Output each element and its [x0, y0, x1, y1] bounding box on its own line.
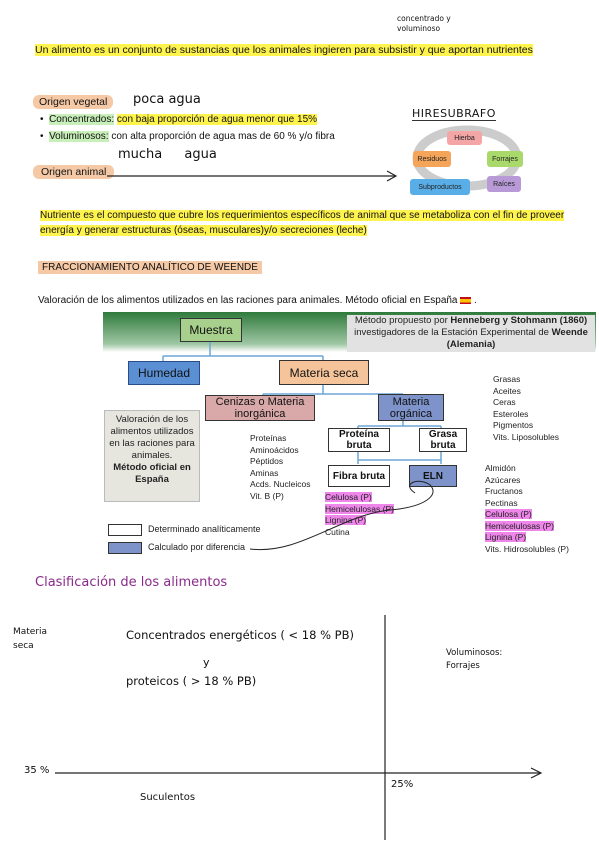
origen-vegetal-label: Origen vegetal	[33, 95, 114, 109]
cycle-item-residuos: Residuos	[413, 151, 451, 167]
nutriente-text: Nutriente es el compuesto que cubre los …	[40, 210, 565, 236]
cycle-item-subproductos: Subproductos	[410, 179, 470, 195]
box-humedad: Humedad	[128, 361, 200, 385]
legend-diferencia-swatch	[108, 542, 142, 554]
cycle-title: HIRESUBRAFO	[412, 107, 496, 121]
valoracion-text: Valoración de los alimentos utilizados e…	[38, 295, 477, 306]
definition-text: Un alimento es un conjunto de sustancias…	[35, 44, 533, 56]
diagram-caption: Método propuesto por Henneberg y Stohman…	[347, 315, 595, 352]
valoracion-box: Valoración de los alimentos utilizados e…	[104, 410, 200, 502]
note-mucha-agua: mucha agua	[118, 147, 217, 162]
bullet-voluminosos: • Voluminosos: con alta proporción de ag…	[40, 131, 335, 142]
box-muestra: Muestra	[180, 318, 242, 342]
top-note-line2: voluminoso	[397, 24, 441, 33]
cycle-item-raices: Raíces	[487, 176, 521, 192]
spain-flag-icon	[460, 296, 472, 304]
clasificacion-q1-line2: proteicos ( > 18 % PB)	[126, 674, 257, 688]
eln-list: Almidón Azúcares Fructanos Pectinas Celu…	[485, 463, 569, 554]
note-poca-agua: poca agua	[133, 92, 201, 107]
cycle-item-forrajes: Forrajes	[487, 151, 523, 167]
box-materia-seca: Materia seca	[279, 360, 369, 385]
grasa-list: Grasas Aceites Ceras Esteroles Pigmentos…	[493, 374, 559, 442]
handwritten-loop-arrow	[249, 480, 434, 551]
cycle-item-hierba: Hierba	[447, 131, 482, 145]
clasificacion-x-tick: 25%	[391, 779, 414, 790]
box-materia-organica: Materia orgánica	[378, 394, 444, 421]
clasificacion-title: Clasificación de los alimentos	[35, 575, 228, 590]
box-fibra-bruta: Fibra bruta	[328, 465, 390, 487]
proteina-list: Proteínas Aminoácidos Péptidos Aminas Ac…	[250, 433, 311, 501]
origen-animal-label: Origen animal	[33, 165, 115, 179]
legend-diferencia-label: Calculado por diferencia	[148, 542, 246, 552]
top-note: concentrado y voluminoso	[397, 14, 451, 34]
box-cenizas: Cenizas o Materia inorgánica	[205, 395, 315, 421]
legend-analitico-label: Determinado analíticamente	[148, 524, 261, 534]
box-proteina-bruta: Proteína bruta	[328, 428, 390, 452]
weende-diagram: Método propuesto por Henneberg y Stohman…	[103, 312, 596, 558]
origen-animal-arrow	[107, 170, 398, 182]
bullet-concentrados: • Concentrados: con baja proporción de a…	[40, 114, 318, 125]
fibra-list: Celulosa (P) Hemicelulosas (P) Lignina (…	[325, 492, 394, 537]
clasificacion-q1-line1: Concentrados energéticos ( < 18 % PB)	[126, 628, 354, 642]
clasificacion-q2: Voluminosos: Forrajes	[446, 648, 503, 671]
box-grasa-bruta: Grasa bruta	[419, 428, 467, 452]
fraccionamiento-title: FRACCIONAMIENTO ANALÍTICO DE WEENDE	[38, 261, 262, 274]
clasificacion-y-tick: 35 %	[24, 765, 50, 776]
legend-analitico-swatch	[108, 524, 142, 536]
top-note-line1: concentrado y	[397, 14, 451, 23]
clasificacion-q3: Suculentos	[140, 792, 196, 803]
clasificacion-y-label: Materia seca	[13, 627, 48, 651]
clasificacion-q1-and: y	[203, 656, 210, 669]
clasificacion-axes	[55, 615, 543, 840]
